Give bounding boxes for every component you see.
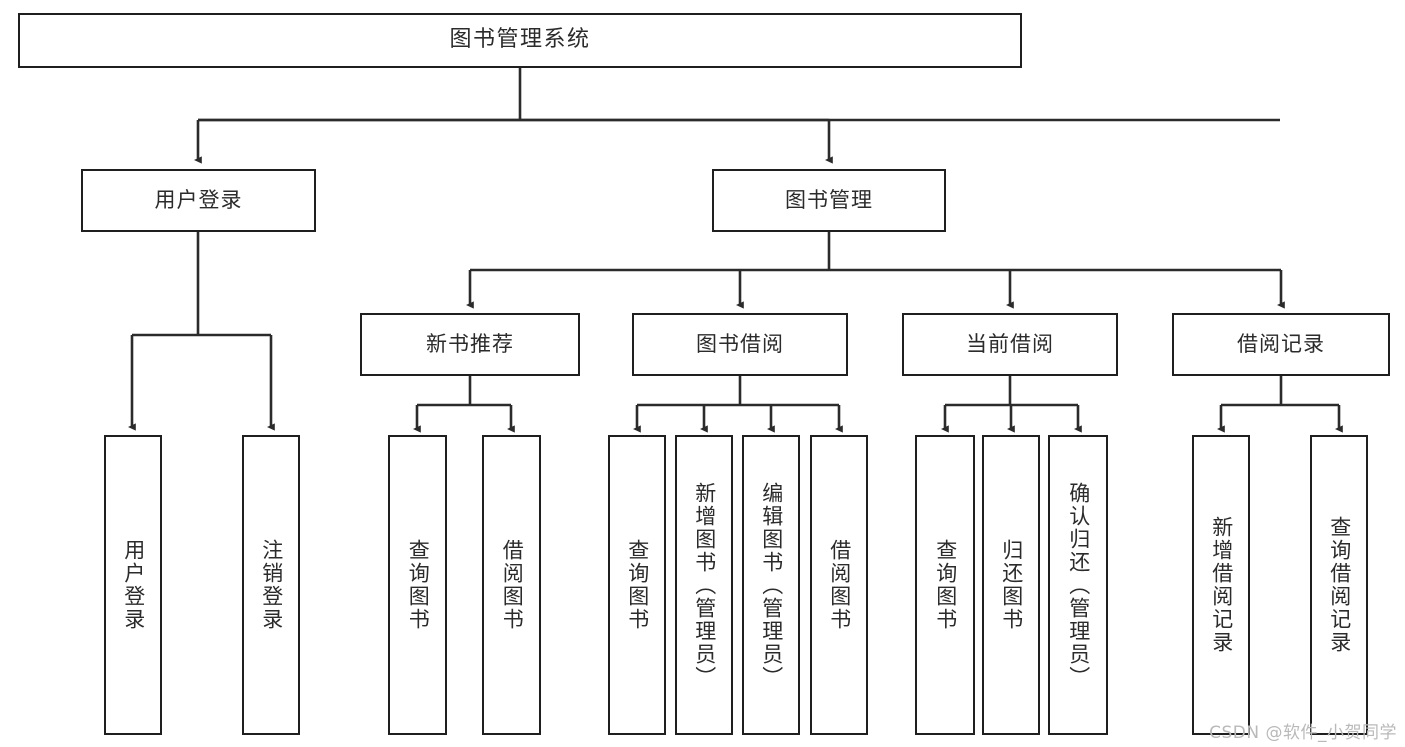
leaf-label: 新增借阅记录 [1209,516,1234,654]
node-label: 用户登录 [154,187,243,212]
leaf-add-borrow-record[interactable]: 新增借阅记录 [1192,435,1250,735]
leaf-confirm-return-admin[interactable]: 确认归还（管理员） [1048,435,1108,735]
node-label: 图书管理 [785,187,873,212]
leaf-label: 借阅图书 [500,539,525,631]
node-user-login[interactable]: 用户登录 [81,169,316,232]
leaf-borrow-book[interactable]: 借阅图书 [810,435,868,735]
leaf-label: 查询借阅记录 [1327,516,1352,654]
node-label: 新书推荐 [426,331,514,356]
leaf-edit-book-admin[interactable]: 编辑图书（管理员） [742,435,800,735]
leaf-query-book-recommend[interactable]: 查询图书 [388,435,447,735]
leaf-label: 编辑图书（管理员） [759,481,784,689]
node-borrow-record[interactable]: 借阅记录 [1172,313,1390,376]
node-book-management[interactable]: 图书管理 [712,169,946,232]
leaf-label: 查询图书 [406,539,431,631]
leaf-label: 查询图书 [625,539,650,631]
leaf-label: 借阅图书 [827,539,852,631]
node-book-borrow[interactable]: 图书借阅 [632,313,848,376]
leaf-logout[interactable]: 注销登录 [242,435,300,735]
node-root-book-management-system[interactable]: 图书管理系统 [18,13,1022,68]
node-label: 图书借阅 [696,331,784,356]
leaf-label: 确认归还（管理员） [1066,481,1091,689]
leaf-add-book-admin[interactable]: 新增图书（管理员） [675,435,733,735]
leaf-query-book-borrow[interactable]: 查询图书 [608,435,666,735]
node-label: 图书管理系统 [449,27,591,53]
leaf-borrow-book-recommend[interactable]: 借阅图书 [482,435,541,735]
node-label: 借阅记录 [1237,331,1325,356]
node-new-book-recommend[interactable]: 新书推荐 [360,313,580,376]
leaf-label: 新增图书（管理员） [692,481,717,689]
leaf-label: 注销登录 [259,539,284,631]
leaf-user-login[interactable]: 用户登录 [104,435,162,735]
csdn-watermark: CSDN @软件_小贺同学 [1209,723,1397,743]
node-current-borrow[interactable]: 当前借阅 [902,313,1118,376]
leaf-return-book[interactable]: 归还图书 [982,435,1040,735]
leaf-label: 用户登录 [121,539,146,631]
leaf-query-book-current[interactable]: 查询图书 [915,435,975,735]
leaf-label: 查询图书 [933,539,958,631]
node-label: 当前借阅 [966,331,1054,356]
leaf-label: 归还图书 [999,539,1024,631]
leaf-query-borrow-record[interactable]: 查询借阅记录 [1310,435,1368,735]
